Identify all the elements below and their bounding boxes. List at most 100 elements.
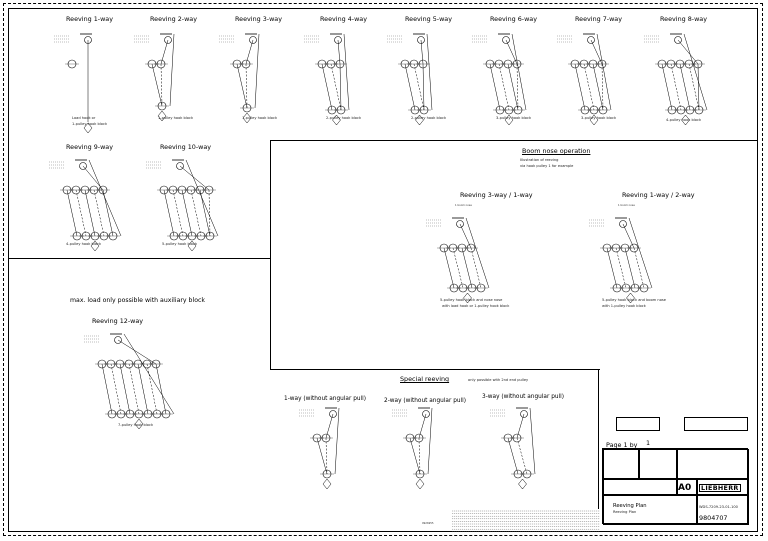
reeving-12-rope: [155, 363, 167, 415]
max-load-note: max. load only possible with auxiliary b…: [70, 297, 205, 304]
reeving-3-rope: [236, 63, 248, 109]
title-reeving-1: Reeving 1-way: [66, 15, 114, 23]
reeving-8-boom-line: [683, 33, 708, 111]
caption-block-8: 4-pulley hook block: [666, 118, 702, 122]
drawing-number: 9804707: [699, 514, 728, 522]
reeving-2-rope: [160, 63, 163, 107]
boom-right-nose-pulley: [619, 220, 627, 228]
reeving-10-boom-line: [185, 159, 219, 237]
reeving-3-nose-pulley: [249, 36, 257, 44]
reeving-3-hook: [242, 112, 252, 124]
special-1-hook: [322, 478, 332, 490]
reeving-5-boom-line: [426, 33, 433, 111]
special-2-rope: [409, 437, 421, 475]
special-title: Special reeving: [400, 375, 450, 383]
reeving-9-rope: [66, 189, 78, 237]
caption-block-1: 1-pulley hook block: [72, 122, 108, 126]
reeving-7-boom-line: [596, 33, 612, 111]
reeving-6-rope: [498, 63, 510, 111]
reeving-5-rope: [422, 63, 425, 111]
reeving-8-rope: [679, 63, 691, 111]
reeving-7-rope: [574, 63, 586, 111]
reeving-4-hook: [332, 114, 341, 126]
boom-left-rope: [461, 247, 473, 289]
reeving-8-nose-pulley: [674, 36, 682, 44]
special-3-rope: [516, 437, 528, 475]
reeving-6-hook: [504, 114, 514, 126]
drawing-title-1: Reeving Plan: [613, 503, 647, 509]
boom-right-title: Reeving 1-way / 2-way: [622, 191, 695, 199]
special-1-rope-lead: [325, 413, 334, 439]
caption-block-10: 5-pulley hook block: [162, 242, 198, 246]
boom-nose-desc-2: via hook pulley 1 for example: [520, 164, 574, 168]
divider-left-mid: [8, 258, 270, 259]
reeving-10-rope-lead: [179, 165, 210, 191]
special-1-rope: [316, 437, 328, 475]
special-2-way: 2-way (without angular pull): [384, 398, 467, 404]
boom-right-rope: [615, 247, 627, 289]
title-reeving-7: Reeving 7-way: [575, 15, 623, 23]
reeving-4-rope: [339, 63, 342, 111]
reeving-6-rope: [507, 63, 519, 111]
title-reeving-6: Reeving 6-way: [490, 15, 538, 23]
special-3-rope: [507, 437, 519, 475]
boom-right-hook: [626, 292, 635, 304]
title-reeving-3: Reeving 3-way: [235, 15, 283, 23]
caption-block-5: 2-pulley hook block: [411, 116, 447, 120]
boom-left-sub: 1 boom nose: [455, 204, 472, 207]
reeving-10-rope: [208, 189, 211, 237]
doc-number: WDS-7209-23-01-100: [699, 505, 738, 509]
reeving-12-rope: [119, 363, 131, 415]
title-reeving-5: Reeving 5-way: [405, 15, 453, 23]
caption-block-2: 1-pulley hook block: [158, 116, 194, 120]
divider-special-top: [270, 369, 600, 370]
special-note: only possible with 2nd end pulley: [468, 378, 529, 382]
title-reeving-4: Reeving 4-way: [320, 15, 368, 23]
boom-left-title: Reeving 3-way / 1-way: [460, 191, 533, 199]
reeving-3-rope: [245, 63, 248, 109]
special-2-hook: [415, 478, 425, 490]
reeving-12-nose-pulley: [114, 336, 122, 344]
divider-special-right: [598, 369, 599, 509]
reeving-7-nose-pulley: [587, 36, 595, 44]
reeving-10-hook: [187, 240, 197, 252]
reference-number: 9926955: [422, 522, 434, 525]
reeving-9-rope: [75, 189, 87, 237]
reeving-6-rope: [516, 63, 519, 111]
boom-right-rope: [633, 247, 645, 289]
reeving-6-boom-line: [511, 33, 527, 111]
reeving-2-boom-line: [169, 33, 175, 107]
boom-nose-title: Boom nose operation: [522, 147, 591, 155]
reeving-5-hook: [415, 114, 424, 126]
reeving-12-rope: [137, 363, 149, 415]
special-1-rope: [325, 437, 328, 475]
caption-block-7: 3-pulley hook block: [581, 116, 617, 120]
caption-block-6: 3-pulley hook block: [496, 116, 532, 120]
reeving-12-boom-line: [123, 333, 175, 415]
boom-left-rope: [470, 247, 482, 289]
reeving-7-rope: [583, 63, 595, 111]
special-1-way: 1-way (without angular pull): [284, 396, 367, 402]
reeving-5-rope: [413, 63, 425, 111]
reeving-6-nose-pulley: [502, 36, 510, 44]
boom-nose-desc-1: Illustration of reeving: [520, 158, 559, 162]
reeving-3-rope-lead: [245, 39, 254, 65]
boom-right-sub: 1 boom nose: [618, 204, 635, 207]
special-2-rope-lead: [418, 413, 427, 439]
reeving-10-rope: [172, 189, 184, 237]
special-2-rope: [418, 437, 421, 475]
reeving-9-boom-line: [88, 159, 122, 237]
reeving-4-rope-lead: [337, 39, 341, 65]
reeving-12-rope: [146, 363, 158, 415]
legend-box: [616, 417, 660, 431]
reeving-9-rope: [84, 189, 96, 237]
outer-border: [3, 3, 763, 536]
title-block: [602, 448, 749, 525]
boom-right-caption-1: 5-pulley hook block and boom nose: [602, 298, 666, 302]
title-reeving-10: Reeving 10-way: [160, 143, 212, 151]
reeving-2-nose-pulley: [164, 36, 172, 44]
title-reeving-8: Reeving 8-way: [660, 15, 708, 23]
reeving-12-rope: [101, 363, 113, 415]
caption-block-9: 4-pulley hook block: [66, 242, 102, 246]
